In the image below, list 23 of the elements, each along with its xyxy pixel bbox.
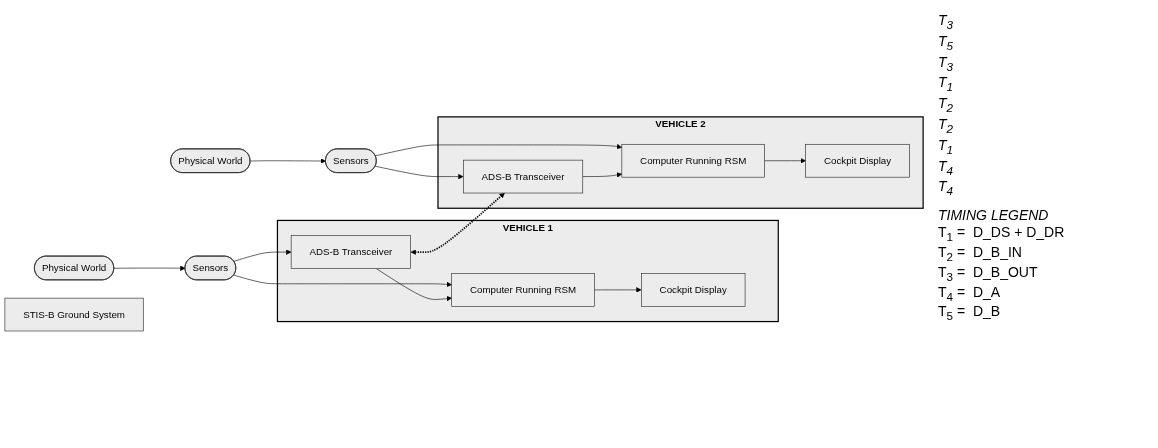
node-box: ADS-B Transceiver	[290, 235, 411, 269]
node-box: Computer Running RSM	[451, 273, 595, 307]
timing-definition: T$_{4}$ = D_A	[938, 283, 1002, 303]
arrow	[410, 192, 505, 255]
timing-label: T$_{5}$	[938, 32, 955, 52]
node-box: Cockpit Display	[641, 273, 746, 307]
timing-label: T$_{3}$	[938, 53, 955, 73]
timing-label: T$_{1}$	[938, 74, 955, 94]
timing-label: T$_{3}$	[938, 12, 955, 31]
node-box: Computer Running RSM	[621, 144, 765, 178]
timing-label: T$_{2}$	[938, 116, 955, 135]
timing-definition: T$_{5}$ = D_B	[938, 303, 1002, 323]
timing-label: T$_{2}$	[938, 95, 955, 114]
timing-definition: T$_{1}$ = D_DS + D_DR	[938, 224, 1066, 243]
node-box: Cockpit Display	[805, 144, 910, 178]
node-box: ADS-B Transceiver	[463, 159, 584, 194]
timing-definition: T$_{2}$ = D_B_IN	[938, 243, 1023, 263]
node-box: STIS-B Ground System	[4, 297, 144, 332]
timing-label: T$_{4}$	[938, 178, 955, 198]
timing-label: T$_{4}$	[938, 157, 955, 177]
legend-heading: TIMING LEGEND	[938, 207, 1050, 224]
timing-definition: T$_{3}$ = D_B_OUT	[938, 263, 1039, 283]
timing-label: T$_{1}$	[938, 136, 955, 156]
